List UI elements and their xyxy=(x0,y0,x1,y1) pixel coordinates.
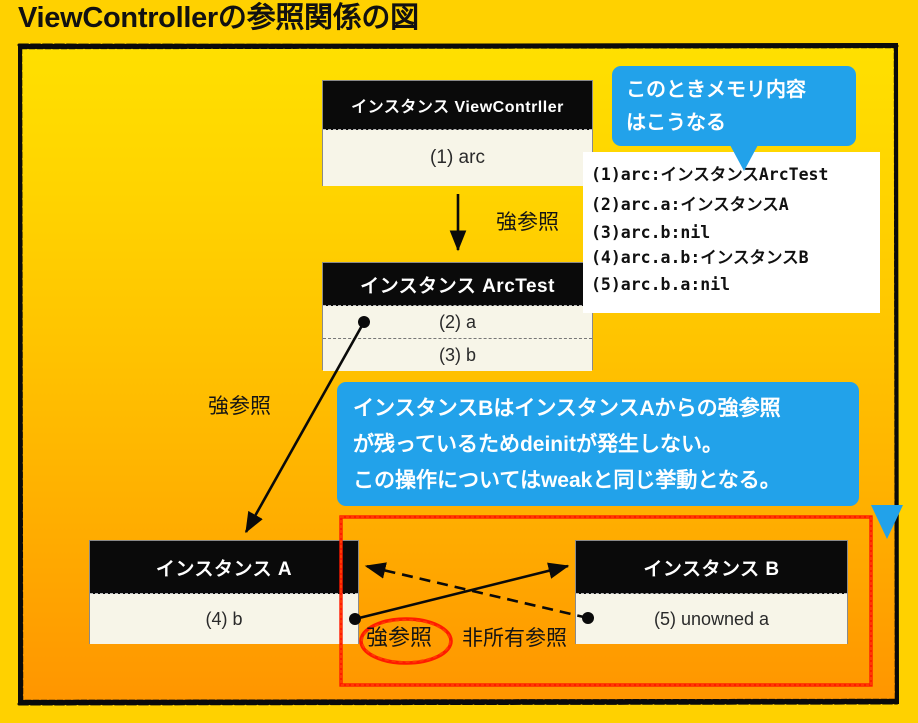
instance-box-arctest: インスタンス ArcTest (2) a (3) b xyxy=(322,262,593,371)
memory-line: (4)arc.a.b:インスタンスB xyxy=(591,248,809,267)
memory-line: (5)arc.b.a:nil xyxy=(591,275,731,294)
label-unowned-ref: 非所有参照 xyxy=(462,627,567,650)
label-strong-ref-circled: 強参照 xyxy=(366,625,433,650)
memory-line: (1)arc:インスタンスArcTest xyxy=(591,165,829,184)
instance-box-header: インスタンス ViewContrller xyxy=(323,81,592,130)
label-strong-ref-vertical: 強参照 xyxy=(496,211,559,234)
memory-line: (2)arc.a:インスタンスA xyxy=(591,195,789,214)
label-strong-ref-diagonal: 強参照 xyxy=(208,395,271,418)
callout-tail xyxy=(871,505,903,539)
callout-line: この操作についてはweakと同じ挙動となる。 xyxy=(353,469,781,492)
callout-memory-note: このときメモリ内容 はこうなる xyxy=(612,66,856,171)
callout-line: インスタンスBはインスタンスAからの強参照 xyxy=(353,397,781,420)
instance-box-a: インスタンス A (4) b xyxy=(89,540,359,644)
callout-info-note: インスタンスBはインスタンスAからの強参照 が残っているためdeinitが発生し… xyxy=(337,382,903,539)
instance-box-header: インスタンス A xyxy=(90,541,358,594)
instance-box-header: インスタンス B xyxy=(576,541,847,594)
callout-line: が残っているためdeinitが発生しない。 xyxy=(353,433,723,456)
instance-box-viewcontroller: インスタンス ViewContrller (1) arc xyxy=(322,80,593,186)
instance-box-row: (5) unowned a xyxy=(576,594,847,644)
callout-line: はこうなる xyxy=(626,112,726,134)
instance-box-header: インスタンス ArcTest xyxy=(323,263,592,306)
instance-box-row: (2) a xyxy=(323,306,592,338)
memory-contents-panel: (1)arc:インスタンスArcTest (2)arc.a:インスタンスA (3… xyxy=(583,152,880,313)
instance-box-row: (1) arc xyxy=(323,130,592,186)
memory-line: (3)arc.b:nil xyxy=(591,223,711,242)
callout-tail xyxy=(730,145,758,171)
instance-box-row: (4) b xyxy=(90,594,358,644)
callout-line: このときメモリ内容 xyxy=(626,79,806,101)
instance-box-row: (3) b xyxy=(323,338,592,371)
page-title: ViewControllerの参照関係の図 xyxy=(18,2,419,34)
instance-box-b: インスタンス B (5) unowned a xyxy=(575,540,848,644)
